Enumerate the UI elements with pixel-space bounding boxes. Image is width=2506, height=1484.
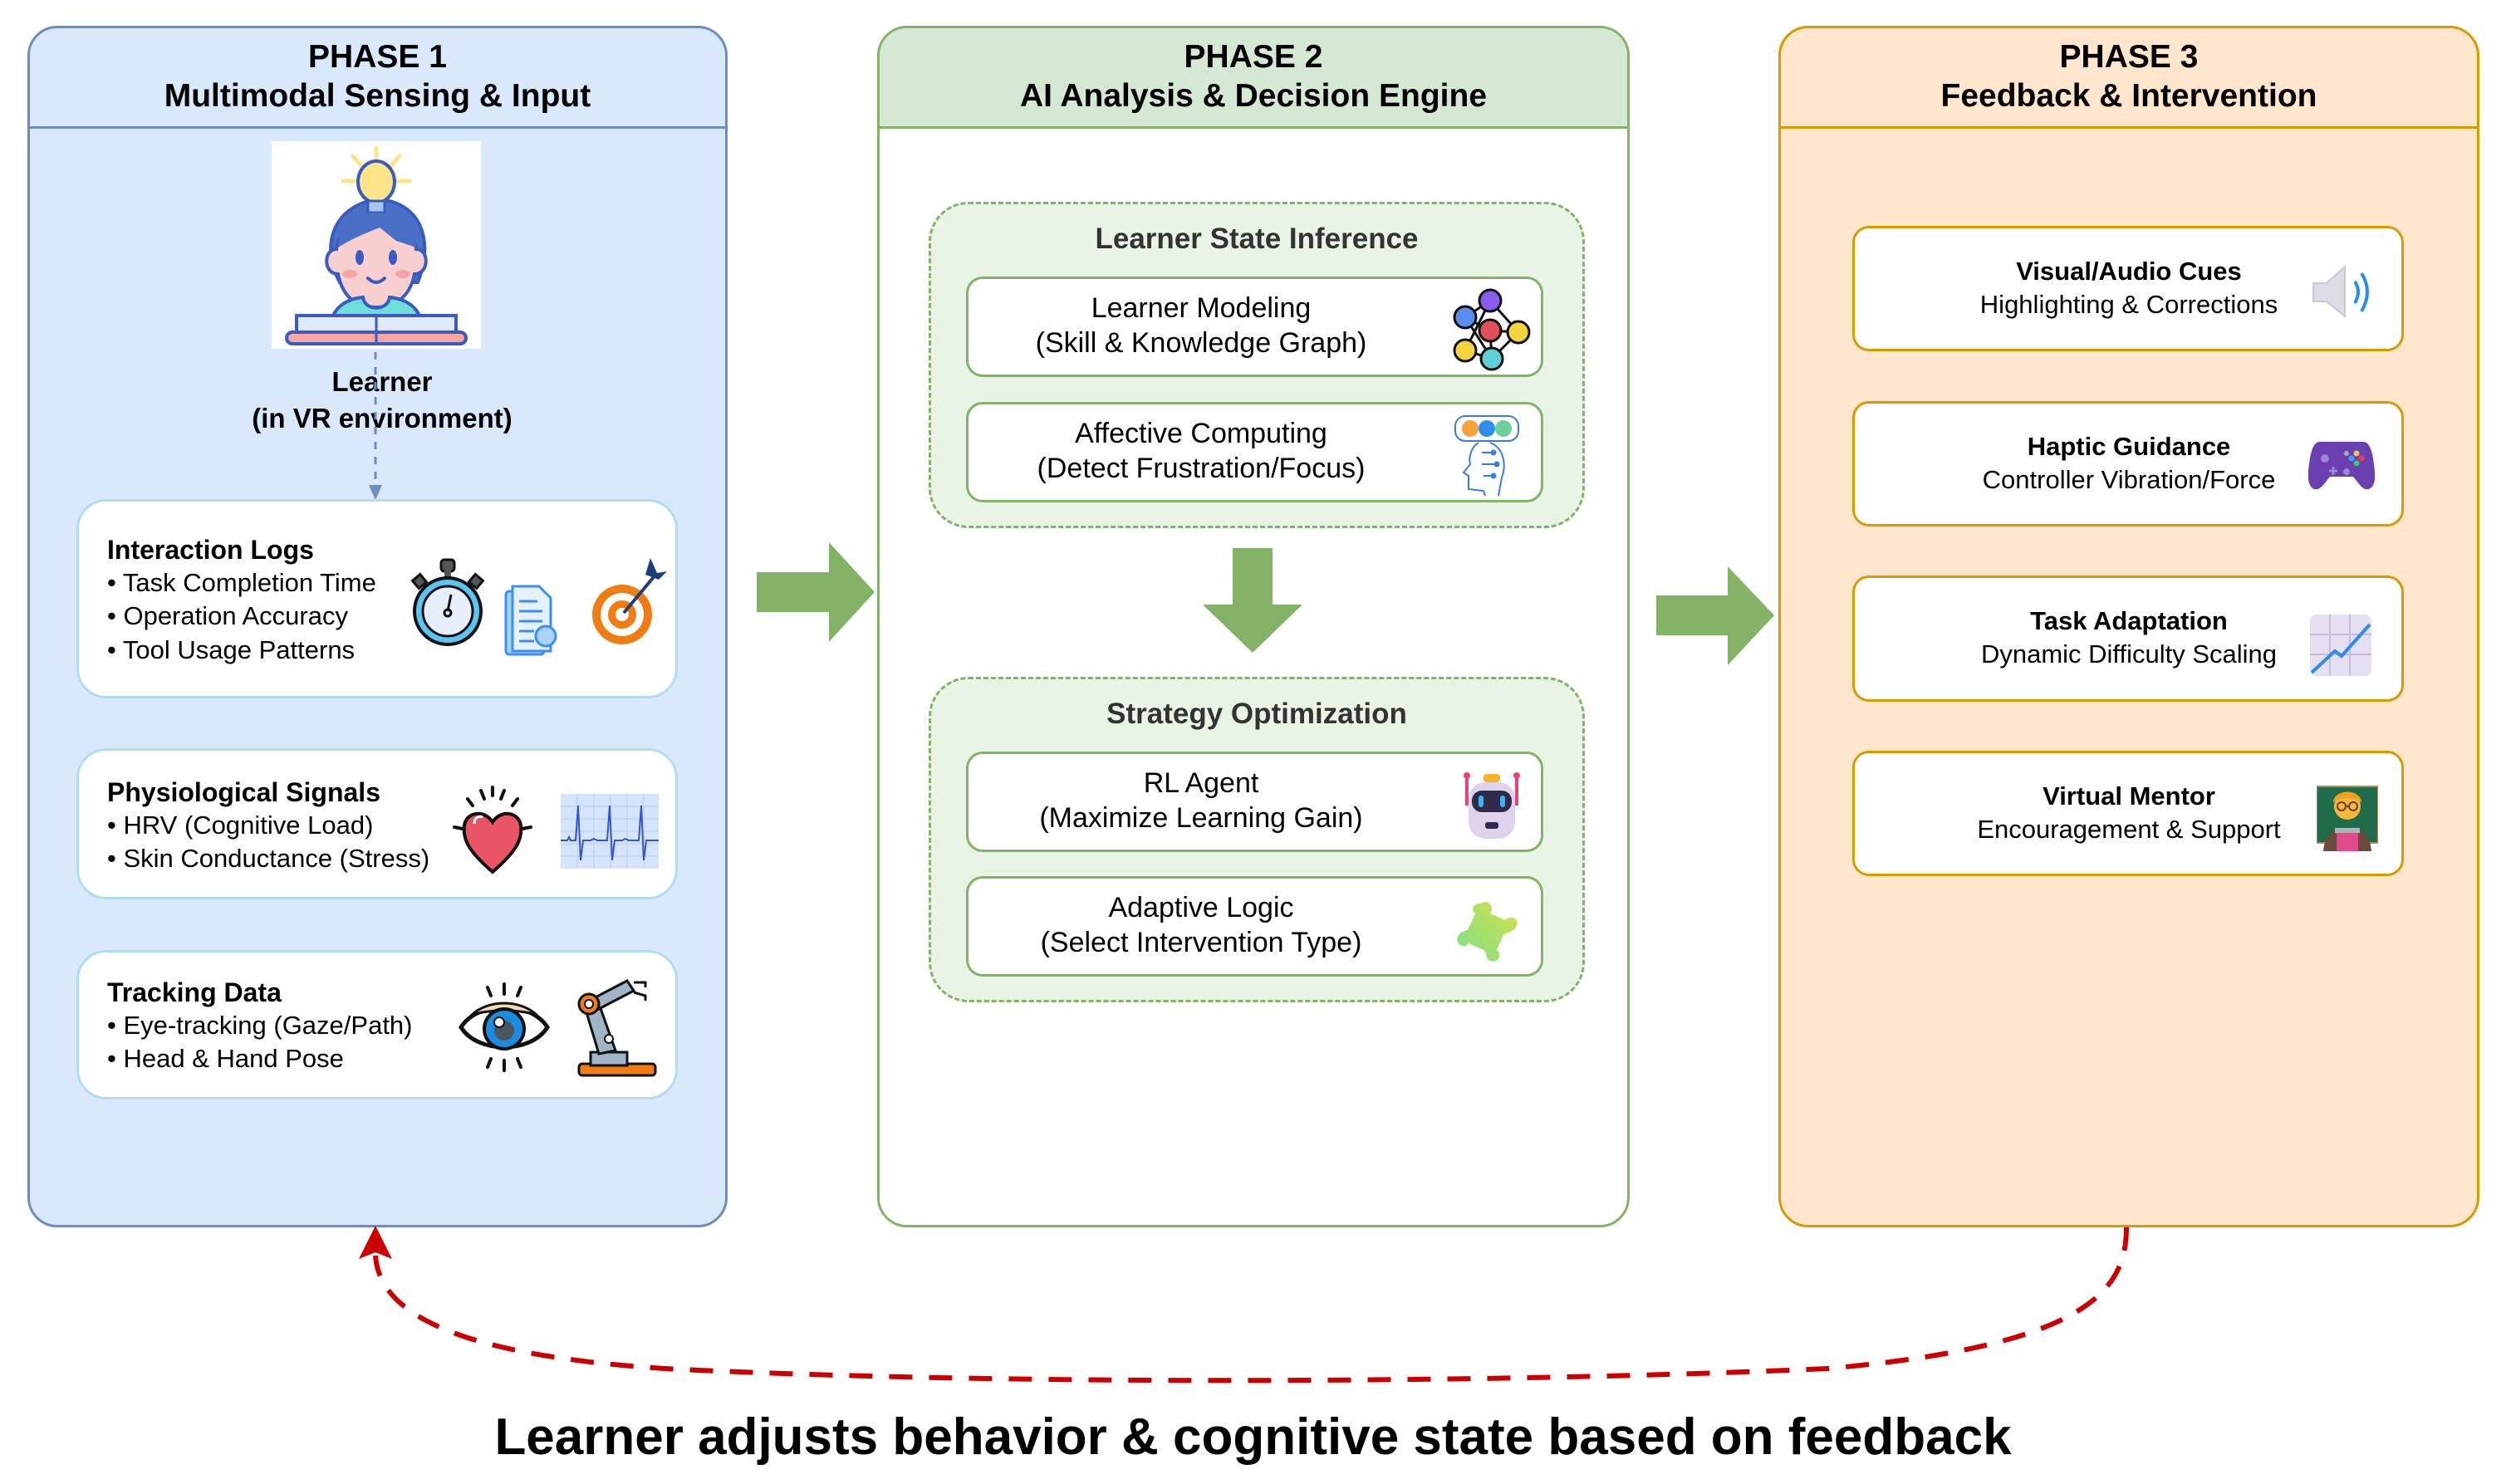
virtual-mentor-box: Virtual Mentor Encouragement & Support [1852,751,2404,876]
haptic-guidance-box: Haptic Guidance Controller Vibration/For… [1852,401,2404,527]
box-title: Haptic Guidance [2027,432,2231,461]
box-title: Virtual Mentor [2043,781,2215,811]
robot-icon [1464,772,1520,839]
feedback-loop-arrow [359,1226,2129,1384]
flow-arrow-phase2-to-phase3 [1656,566,1774,665]
eye-icon [459,982,550,1072]
card-item: • Operation Accuracy [107,601,348,630]
speaker-icon [2312,264,2369,319]
affective-computing-box: Affective Computing (Detect Frustration/… [966,402,1543,502]
box-line2: (Maximize Learning Gain) [1039,802,1363,834]
phase-2-number: PHASE 2 [1184,39,1323,75]
card-item: • Head & Hand Pose [107,1044,344,1073]
box-line1: Adaptive Logic [1108,892,1294,923]
card-item: • Tool Usage Patterns [107,635,356,664]
box-title: Task Adaptation [2030,606,2228,635]
phase-2-header: PHASE 2 AI Analysis & Decision Engine [880,28,1627,129]
interaction-logs-card: Interaction Logs • Task Completion Time … [76,499,678,698]
ecg-waveform-icon [561,794,659,869]
box-subtitle: Encouragement & Support [1977,815,2281,844]
trend-chart-icon [2310,615,2371,676]
phase-3-number: PHASE 3 [2059,39,2199,75]
phase-2-title: AI Analysis & Decision Engine [1019,78,1488,114]
box-title: Visual/Audio Cues [2016,257,2242,286]
phase-1-header: PHASE 1 Multimodal Sensing & Input [30,28,725,129]
document-user-icon [504,585,557,656]
learner-modeling-box: Learner Modeling (Skill & Knowledge Grap… [966,277,1543,377]
card-item: • Skin Conductance (Stress) [107,844,430,873]
learner-label-title: Learner [331,366,433,397]
phase-1-number: PHASE 1 [308,39,447,75]
puzzle-piece-icon [1457,902,1518,962]
card-title: Interaction Logs [107,535,314,565]
heart-icon [453,786,532,874]
phase-3-title: Feedback & Intervention [1940,78,2317,114]
card-title: Physiological Signals [107,777,380,807]
box-subtitle: Controller Vibration/Force [1982,465,2276,494]
visual-audio-cues-box: Visual/Audio Cues Highlighting & Correct… [1852,226,2404,351]
knowledge-graph-icon [1453,288,1531,371]
learner-icon [272,141,481,349]
box-line2: (Select Intervention Type) [1040,927,1362,958]
target-dart-icon [592,558,667,644]
card-title: Tracking Data [107,977,282,1007]
group-title: Strategy Optimization [1106,698,1407,730]
learner-label-sub: (in VR environment) [252,403,512,433]
box-line2: (Detect Frustration/Focus) [1037,453,1366,484]
card-item: • Eye-tracking (Gaze/Path) [107,1011,413,1040]
teacher-icon [2317,786,2378,851]
flow-arrow-phase1-to-phase2 [757,542,875,642]
physiological-signals-card: Physiological Signals • HRV (Cognitive L… [76,748,678,899]
box-line2: (Skill & Knowledge Graph) [1035,327,1367,359]
card-item: • Task Completion Time [107,568,376,597]
phase-3-header: PHASE 3 Feedback & Intervention [1781,28,2477,129]
robotic-arm-icon [577,979,657,1077]
phase-1-title: Multimodal Sensing & Input [164,78,591,114]
rl-agent-box: RL Agent (Maximize Learning Gain) [966,752,1543,852]
box-line1: Affective Computing [1075,418,1327,449]
feedback-loop-caption: Learner adjusts behavior & cognitive sta… [494,1408,2012,1466]
game-controller-icon [2308,442,2375,490]
card-item: • HRV (Cognitive Load) [107,811,374,840]
flow-arrow-inference-to-strategy [1203,548,1302,653]
box-line1: RL Agent [1143,767,1259,799]
box-subtitle: Highlighting & Corrections [1979,290,2278,319]
learner-to-logs-connector [369,352,382,500]
box-line1: Learner Modeling [1091,292,1312,324]
emotion-head-icon [1454,415,1519,497]
group-title: Learner State Inference [1095,223,1419,255]
adaptive-logic-box: Adaptive Logic (Select Intervention Type… [966,876,1543,977]
box-subtitle: Dynamic Difficulty Scaling [1980,639,2278,669]
stopwatch-icon [410,558,485,646]
task-adaptation-box: Task Adaptation Dynamic Difficulty Scali… [1852,575,2404,702]
tracking-data-card: Tracking Data • Eye-tracking (Gaze/Path)… [76,950,678,1100]
learner-label: Learner (in VR environment) [166,364,598,437]
